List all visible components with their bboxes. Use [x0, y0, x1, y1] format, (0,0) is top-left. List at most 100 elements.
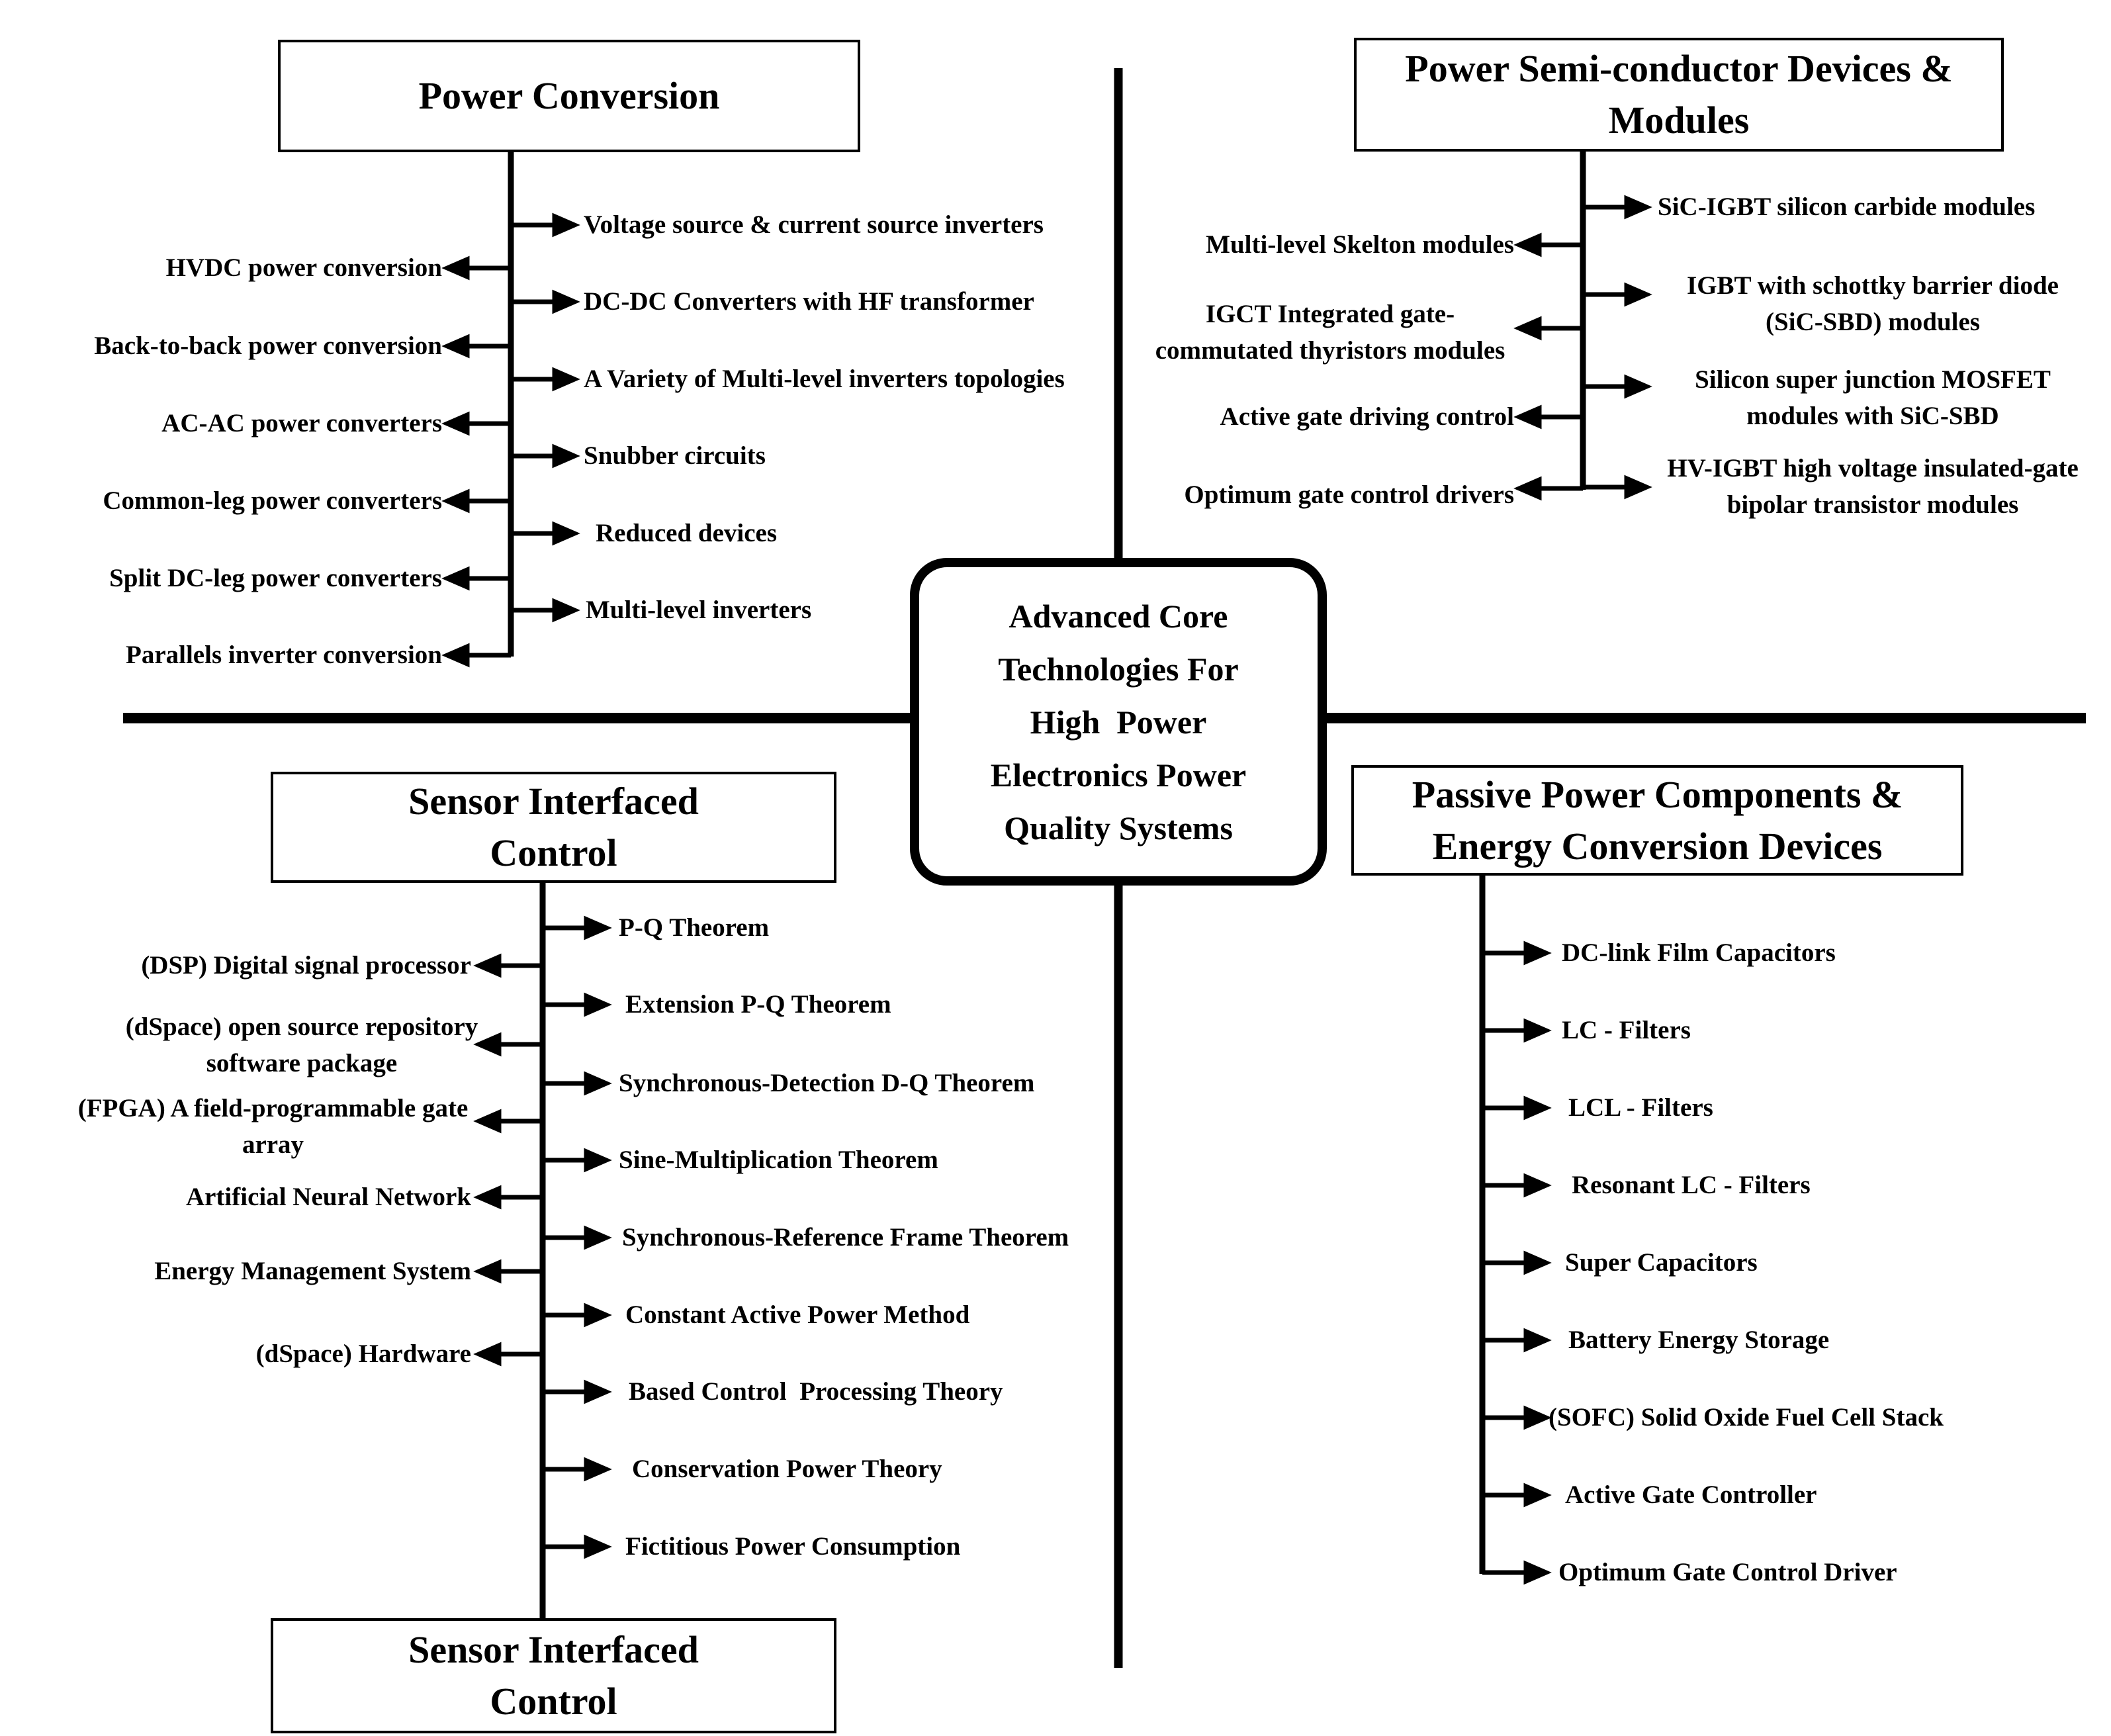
sensor-control-title-box: Sensor Interfaced Control [271, 772, 836, 883]
sc-left-item: Multi-level Skelton modules [1206, 230, 1514, 259]
power-conversion-title-box: Power Conversion [278, 40, 860, 152]
arrow-left [1513, 232, 1583, 257]
pc-left-item: Split DC-leg power converters [109, 564, 442, 592]
arrow-right [1482, 1250, 1552, 1275]
arrow-right [1482, 1405, 1552, 1430]
sensor-control-title-line2: Control [490, 831, 617, 874]
pc-right-item: Voltage source & current source inverter… [584, 210, 1044, 239]
arrow-left [473, 1109, 543, 1134]
arrow-right [1583, 282, 1652, 307]
center-core-box: Advanced Core Technologies For High Powe… [910, 558, 1327, 886]
passive-title-box: Passive Power Components & Energy Conver… [1351, 765, 1963, 876]
arrow-right [543, 1457, 612, 1482]
arrow-right [511, 443, 580, 469]
arrow-right [1583, 475, 1652, 500]
sic-left-item: (FPGA) A field-programmable gate array [36, 1090, 510, 1163]
sic-left-item-line2: software package [206, 1049, 398, 1077]
sc-right-item: HV-IGBT high voltage insulated-gate bipo… [1635, 450, 2111, 523]
arrow-left [1513, 316, 1583, 341]
pp-item: Active Gate Controller [1565, 1481, 1817, 1509]
sc-left-item: Optimum gate control drivers [1184, 480, 1514, 509]
arrow-right [1583, 195, 1652, 220]
sic-left-item: (dSpace) Hardware [255, 1340, 471, 1368]
semiconductor-title-box: Power Semi-conductor Devices & Modules [1354, 38, 2004, 152]
sc-left-item: IGCT Integrated gate- commutated thyrist… [1145, 296, 1515, 369]
arrow-left [441, 255, 511, 281]
arrow-left [441, 643, 511, 668]
pc-left-item: Back-to-back power conversion [94, 332, 442, 360]
pc-left-item: Parallels inverter conversion [126, 641, 442, 669]
arrow-right [1482, 1483, 1552, 1508]
passive-title-line1: Passive Power Components & [1412, 772, 1903, 816]
sensor-control-bottom-line2: Control [490, 1680, 617, 1723]
arrow-left [1513, 404, 1583, 430]
arrow-right [543, 1302, 612, 1328]
arrow-right [511, 598, 580, 623]
sc-right-item-line1: Silicon super junction MOSFET [1695, 365, 2051, 394]
arrow-right [1482, 1328, 1552, 1353]
sic-right-item: Synchronous-Detection D-Q Theorem [619, 1069, 1035, 1097]
pc-right-item: Reduced devices [596, 519, 778, 547]
pc-right-item: A Variety of Multi-level inverters topol… [584, 365, 1065, 393]
arrow-left [441, 334, 511, 359]
pc-right-item: Snubber circuits [584, 441, 766, 470]
sic-right-item: Extension P-Q Theorem [625, 990, 891, 1019]
center-line-2: Technologies For [998, 650, 1239, 688]
pp-item: DC-link Film Capacitors [1562, 938, 1836, 967]
arrow-left [1513, 476, 1583, 501]
arrow-left [473, 1259, 543, 1284]
sc-right-item-line2: modules with SiC-SBD [1746, 402, 1999, 430]
pp-item: LCL - Filters [1568, 1093, 1713, 1122]
power-conversion-title: Power Conversion [418, 74, 720, 117]
arrow-left [473, 953, 543, 978]
sc-left-item-line1: IGCT Integrated gate- [1205, 300, 1455, 328]
pp-item: LC - Filters [1562, 1016, 1691, 1044]
sc-right-item: SiC-IGBT silicon carbide modules [1658, 193, 2036, 221]
sic-left-item: Energy Management System [154, 1257, 471, 1285]
center-line-3: High Power [1030, 703, 1207, 741]
arrow-right [543, 915, 612, 940]
sensor-control-bottom-box: Sensor Interfaced Control [271, 1618, 836, 1733]
pc-left-item: HVDC power conversion [165, 253, 442, 282]
sic-right-item: P-Q Theorem [619, 913, 770, 942]
pc-right-item: DC-DC Converters with HF transformer [584, 287, 1034, 316]
arrow-right [1482, 1095, 1552, 1120]
arrow-right [1482, 1173, 1552, 1198]
sic-right-item: Fictitious Power Consumption [625, 1532, 961, 1561]
arrow-right [543, 1534, 612, 1559]
sc-right-item: Silicon super junction MOSFET modules wi… [1654, 361, 2091, 434]
arrow-right [1583, 374, 1652, 399]
arrow-left [441, 411, 511, 436]
sic-left-item: Artificial Neural Network [185, 1183, 471, 1211]
pp-item: Super Capacitors [1565, 1248, 1758, 1277]
arrow-right [543, 1148, 612, 1173]
sc-right-item-line2: bipolar transistor modules [1727, 490, 2019, 519]
sc-left-item-line2: commutated thyristors modules [1155, 336, 1505, 365]
arrow-left [441, 566, 511, 591]
arrow-right [543, 1379, 612, 1404]
center-line-1: Advanced Core [1009, 597, 1228, 635]
sc-right-item-line2: (SiC-SBD) modules [1766, 308, 1980, 336]
pc-right-item: Multi-level inverters [586, 596, 812, 624]
pc-left-item: AC-AC power converters [161, 409, 442, 437]
arrow-right [511, 367, 580, 392]
sic-left-item-line1: (dSpace) open source repository [125, 1013, 478, 1041]
sic-left-item: (dSpace) open source repository software… [99, 1009, 504, 1081]
sc-right-item: IGBT with schottky barrier diode (SiC-SB… [1654, 267, 2091, 340]
arrow-left [473, 1185, 543, 1210]
pc-left-item: Common-leg power converters [103, 486, 442, 515]
arrow-right [1482, 1018, 1552, 1043]
sic-right-item: Constant Active Power Method [625, 1301, 970, 1329]
sc-right-item-line1: IGBT with schottky barrier diode [1687, 271, 2059, 300]
sic-right-item: Synchronous-Reference Frame Theorem [622, 1223, 1069, 1252]
arrow-right [511, 212, 580, 238]
sensor-control-title-line1: Sensor Interfaced [408, 780, 699, 823]
semiconductor-title-line1: Power Semi-conductor Devices & [1405, 47, 1953, 90]
arrow-right [1482, 940, 1552, 966]
arrow-left [473, 1342, 543, 1367]
sic-right-item: Based Control Processing Theory [629, 1377, 1003, 1406]
pp-item: Optimum Gate Control Driver [1558, 1558, 1897, 1586]
arrow-right [511, 289, 580, 314]
